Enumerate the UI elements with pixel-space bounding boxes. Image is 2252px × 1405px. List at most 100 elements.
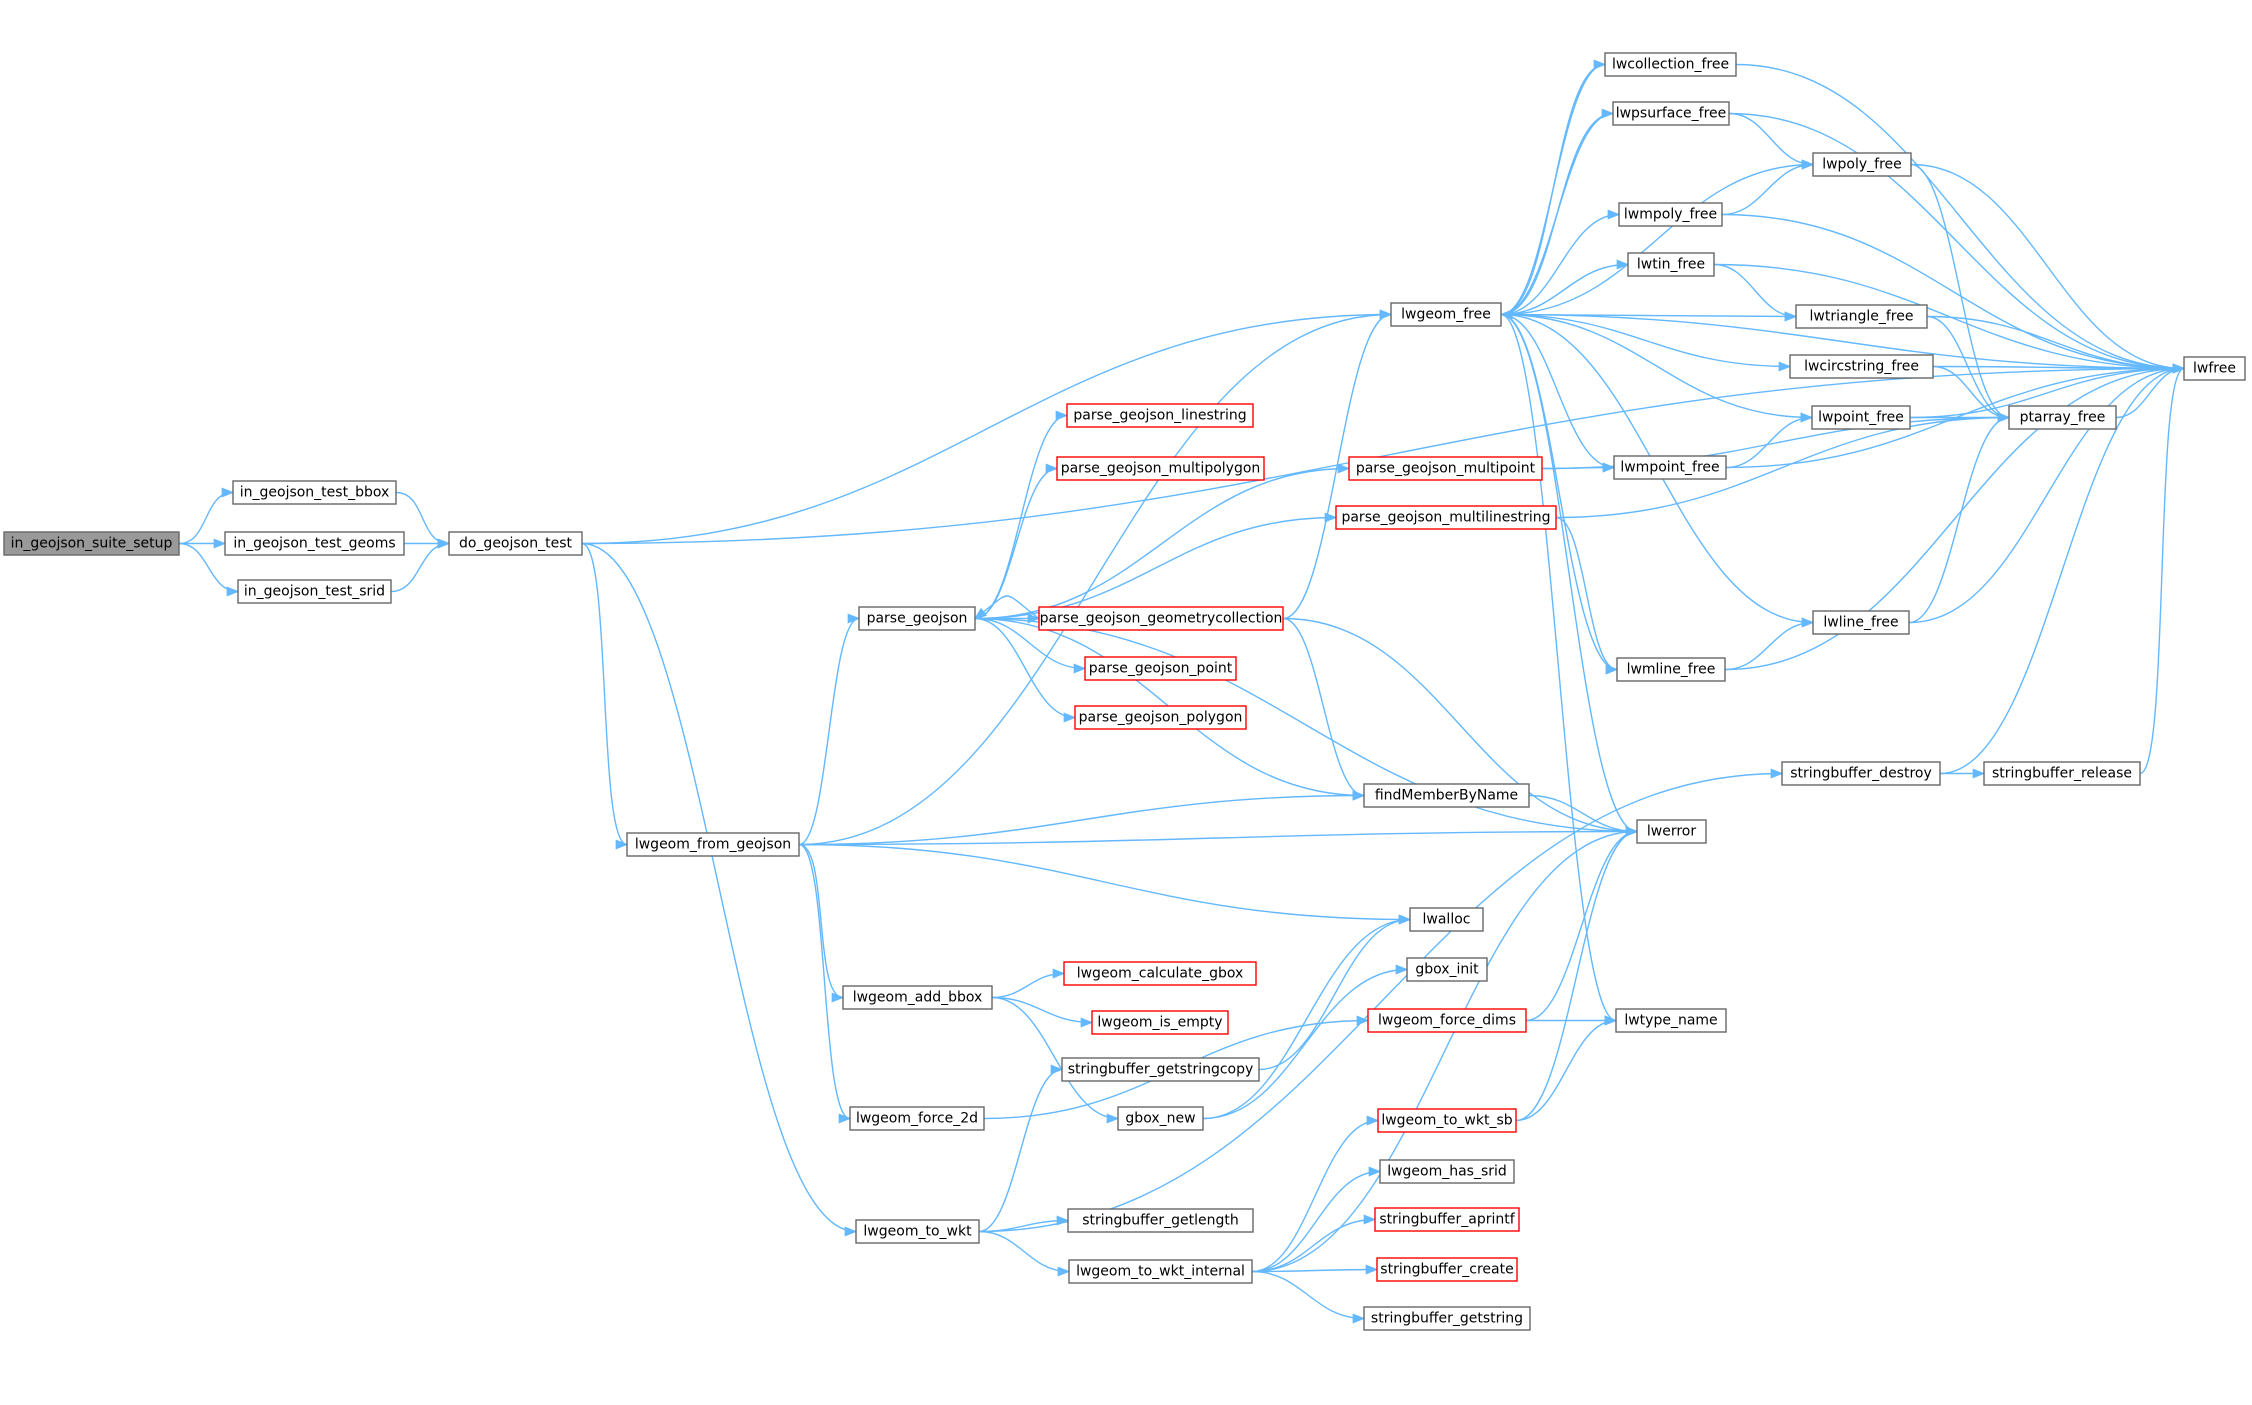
call-edge <box>974 617 1087 674</box>
function-node-lwmline-free[interactable]: lwmline_free <box>1616 657 1726 682</box>
node-box <box>224 531 405 556</box>
function-node-has-srid[interactable]: lwgeom_has_srid <box>1379 1159 1515 1184</box>
node-label: lwgeom_has_srid <box>1387 1164 1507 1180</box>
call-edge <box>1251 1264 1379 1275</box>
function-node-lwfree[interactable]: lwfree <box>2183 356 2246 381</box>
function-node-p-multipoint[interactable]: parse_geojson_multipoint <box>1348 456 1543 481</box>
function-node-p-multilinestring[interactable]: parse_geojson_multilinestring <box>1335 505 1557 530</box>
function-node-sb-getlength[interactable]: stringbuffer_getlength <box>1067 1208 1254 1233</box>
function-node-force-2d[interactable]: lwgeom_force_2d <box>849 1106 985 1131</box>
function-node-lwpoint-free[interactable]: lwpoint_free <box>1811 405 1911 430</box>
node-box <box>1067 1208 1254 1233</box>
call-edge <box>798 613 861 846</box>
function-node-lwmpoint-free[interactable]: lwmpoint_free <box>1613 455 1727 480</box>
function-node-lwpsurface-free[interactable]: lwpsurface_free <box>1612 101 1730 126</box>
node-label: lwgeom_to_wkt <box>863 1224 972 1240</box>
function-node-is-empty[interactable]: lwgeom_is_empty <box>1091 1010 1229 1035</box>
function-node-add-bbox[interactable]: lwgeom_add_bbox <box>842 985 993 1010</box>
function-node-lwtype-name[interactable]: lwtype_name <box>1615 1008 1727 1033</box>
function-node-root[interactable]: in_geojson_suite_setup <box>3 531 180 556</box>
node-label: lwpoly_free <box>1822 157 1902 173</box>
node-box <box>2183 356 2246 381</box>
function-node-force-dims[interactable]: lwgeom_force_dims <box>1367 1008 1527 1033</box>
function-node-to-wkt-internal[interactable]: lwgeom_to_wkt_internal <box>1068 1259 1253 1284</box>
node-label: lwtriangle_free <box>1810 309 1914 325</box>
call-edge <box>1735 63 2186 374</box>
function-node-sb-destroy[interactable]: stringbuffer_destroy <box>1781 761 1941 786</box>
call-edge <box>798 843 845 1003</box>
function-node-lwerror[interactable]: lwerror <box>1636 819 1707 844</box>
function-node-sb-getstringcopy[interactable]: stringbuffer_getstringcopy <box>1061 1057 1260 1082</box>
node-box <box>1074 705 1247 730</box>
function-node-sb-aprintf[interactable]: stringbuffer_aprintf <box>1374 1207 1520 1232</box>
call-edge <box>798 309 1393 846</box>
call-edge <box>1910 163 2186 374</box>
function-node-ptarray-free[interactable]: ptarray_free <box>2008 405 2117 430</box>
node-box <box>1335 505 1557 530</box>
node-box <box>1374 1207 1520 1232</box>
function-node-do-test[interactable]: do_geojson_test <box>448 531 583 556</box>
node-box <box>1627 252 1715 277</box>
function-node-lwline-free[interactable]: lwline_free <box>1812 610 1910 635</box>
function-node-lwmpoly-free[interactable]: lwmpoly_free <box>1618 202 1723 227</box>
node-box <box>1618 202 1723 227</box>
function-node-lwpoly-free[interactable]: lwpoly_free <box>1812 152 1912 177</box>
call-edge <box>1908 412 2011 624</box>
node-box <box>1812 152 1912 177</box>
call-edge <box>178 487 235 545</box>
function-node-lwcircstring-free[interactable]: lwcircstring_free <box>1789 354 1934 379</box>
function-node-p-multipolygon[interactable]: parse_geojson_multipolygon <box>1056 456 1265 481</box>
function-node-lwalloc[interactable]: lwalloc <box>1409 907 1484 932</box>
function-node-sb-create[interactable]: stringbuffer_create <box>1376 1257 1518 1282</box>
node-label: stringbuffer_destroy <box>1790 766 1932 782</box>
function-node-lwgeom-free[interactable]: lwgeom_free <box>1390 302 1502 327</box>
node-label: parse_geojson_multilinestring <box>1341 510 1550 526</box>
function-node-calc-gbox[interactable]: lwgeom_calculate_gbox <box>1063 961 1257 986</box>
function-node-from-geojson[interactable]: lwgeom_from_geojson <box>626 832 800 857</box>
function-node-p-geomcoll[interactable]: parse_geojson_geometrycollection <box>1038 606 1284 631</box>
node-label: lwerror <box>1647 824 1696 840</box>
function-node-sb-getstring[interactable]: stringbuffer_getstring <box>1363 1306 1531 1331</box>
call-edge <box>1724 617 1815 671</box>
call-edge <box>1908 363 2186 624</box>
function-node-gbox-init[interactable]: gbox_init <box>1406 957 1488 982</box>
node-label: in_geojson_test_geoms <box>233 536 395 552</box>
function-node-sb-release[interactable]: stringbuffer_release <box>1983 761 2141 786</box>
node-label: stringbuffer_create <box>1380 1262 1513 1278</box>
call-edge <box>1721 159 1815 216</box>
call-edge <box>1202 964 1409 1120</box>
function-node-test-srid[interactable]: in_geojson_test_srid <box>237 579 392 604</box>
node-box <box>1061 1057 1260 1082</box>
node-box <box>1066 403 1254 428</box>
node-box <box>1795 304 1928 329</box>
function-node-p-point[interactable]: parse_geojson_point <box>1084 656 1237 681</box>
call-edge <box>1500 313 1792 372</box>
node-label: lwgeom_from_geojson <box>635 837 791 853</box>
call-edge <box>581 542 629 850</box>
function-node-to-wkt-sb[interactable]: lwgeom_to_wkt_sb <box>1377 1108 1517 1133</box>
call-edge <box>1541 412 2011 470</box>
function-node-p-polygon[interactable]: parse_geojson_polygon <box>1074 705 1247 730</box>
function-node-gbox-new[interactable]: gbox_new <box>1117 1106 1204 1131</box>
node-label: lwgeom_is_empty <box>1097 1015 1222 1031</box>
function-node-lwtin-free[interactable]: lwtin_free <box>1627 252 1715 277</box>
function-node-test-bbox[interactable]: in_geojson_test_bbox <box>232 480 397 505</box>
call-edge <box>1728 112 1815 170</box>
function-node-p-linestring[interactable]: parse_geojson_linestring <box>1066 403 1254 428</box>
function-node-findMember[interactable]: findMemberByName <box>1363 783 1530 808</box>
node-label: lwgeom_add_bbox <box>853 990 983 1006</box>
call-edge <box>1500 159 1815 316</box>
function-node-lwtriangle-free[interactable]: lwtriangle_free <box>1795 304 1928 329</box>
call-edge <box>1500 259 1630 316</box>
function-node-to-wkt[interactable]: lwgeom_to_wkt <box>855 1219 980 1244</box>
call-edge <box>1500 313 1639 837</box>
function-node-lwcollection-free[interactable]: lwcollection_free <box>1604 52 1737 77</box>
call-edge <box>1282 617 1639 837</box>
function-node-test-geoms[interactable]: in_geojson_test_geoms <box>224 531 405 556</box>
node-label: lwline_free <box>1823 615 1898 631</box>
node-label: lwgeom_to_wkt_sb <box>1381 1113 1512 1129</box>
function-node-parse-geojson[interactable]: parse_geojson <box>858 606 976 631</box>
call-edge <box>978 1215 1070 1233</box>
node-label: lwgeom_free <box>1401 307 1491 323</box>
call-edge <box>1528 794 1639 837</box>
